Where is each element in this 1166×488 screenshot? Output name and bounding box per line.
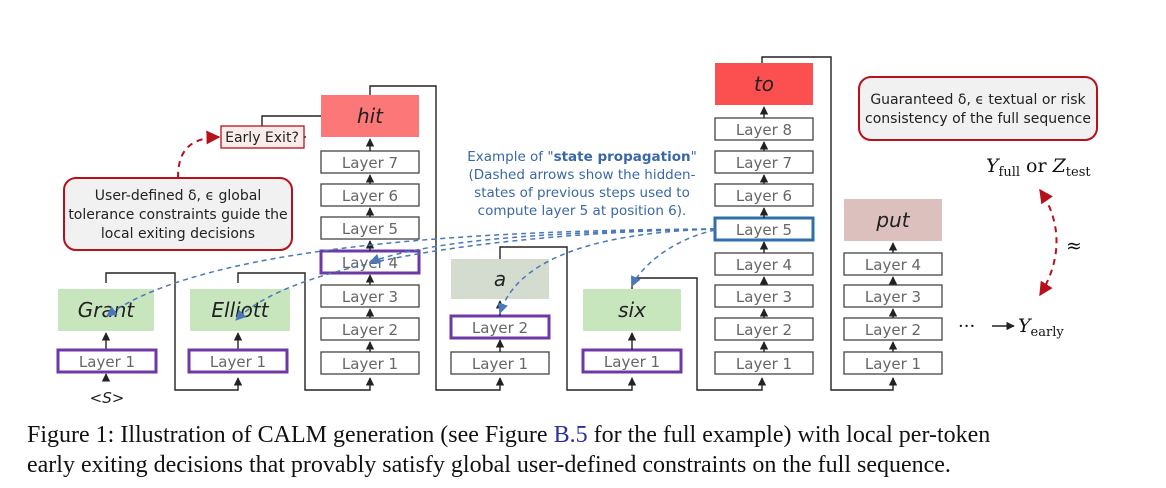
layer-label: Layer 1 <box>342 355 398 373</box>
layer-label: Layer 7 <box>342 154 398 172</box>
caption-line1: Figure 1: Illustration of CALM generatio… <box>27 422 991 448</box>
layer-label: Layer 4 <box>736 256 792 274</box>
calm-diagram: Grant Layer 1 <S> Elliott Layer 1 hit La… <box>56 56 1098 407</box>
token-put-label: put <box>875 208 910 232</box>
layer-label: Layer 8 <box>736 121 792 139</box>
layer-label: Layer 5 <box>342 220 398 238</box>
figure-ref-link[interactable]: B.5 <box>553 422 588 448</box>
token-to-label: to <box>754 72 774 96</box>
token-grant <box>58 289 154 331</box>
user-note-line2: tolerance constraints guide the <box>68 207 287 223</box>
guarantee-line1: Guaranteed δ, ϵ textual or risk <box>870 92 1086 108</box>
state-note-line1: Example of "state propagation" <box>467 149 697 165</box>
column-grant: Grant Layer 1 <S> <box>56 289 158 407</box>
token-put <box>844 199 942 241</box>
token-six <box>583 289 681 331</box>
layer-label: Layer 6 <box>736 187 792 205</box>
token-a <box>451 259 549 299</box>
column-elliott: Elliott Layer 1 <box>187 289 290 374</box>
figure-caption: Figure 1: Illustration of CALM generatio… <box>27 420 1157 480</box>
state-propagation-note: Example of "state propagation" (Dashed a… <box>467 149 697 219</box>
layer-label: Layer 1 <box>865 355 921 373</box>
ellipsis: ··· <box>958 316 975 337</box>
token-a-label: a <box>494 267 506 291</box>
column-a: a Layer 2 Layer 1 <box>449 259 551 375</box>
early-exit-box <box>220 125 305 149</box>
column-six: six Layer 1 <box>581 289 683 374</box>
layer-label: Layer 1 <box>210 353 266 371</box>
token-grant-label: Grant <box>78 298 136 322</box>
state-note-line3: states of previous steps used to <box>474 185 690 201</box>
layer-label: Layer 1 <box>472 355 528 373</box>
layer-label: Layer 2 <box>736 321 792 339</box>
layer-label: Layer 1 <box>604 353 660 371</box>
layer-label: Layer 6 <box>342 187 398 205</box>
user-note-line1: User-defined δ, ϵ global <box>95 188 261 204</box>
layer-box-grant-1 <box>56 348 158 374</box>
token-to <box>715 63 813 105</box>
column-put: put Layer 4 Layer 3 Layer 2 Layer 1 <box>843 199 943 375</box>
column-to: to Layer 8 Layer 7 Layer 6 Layer 5 Layer… <box>713 63 815 375</box>
state-propagation-arrows <box>106 228 716 321</box>
user-defined-note: User-defined δ, ϵ global tolerance const… <box>63 130 293 251</box>
state-note-line4: compute layer 5 at position 6). <box>478 203 687 219</box>
layer-label: Layer 5 <box>736 221 792 239</box>
layer-box-elliott-1 <box>187 348 289 374</box>
layer-label: Layer 2 <box>472 319 528 337</box>
layer-label: Layer 1 <box>79 353 135 371</box>
token-hit-label: hit <box>357 104 384 128</box>
early-exit-label: Early Exit? <box>225 130 299 146</box>
caption-line2: early exiting decisions that provably sa… <box>27 452 951 478</box>
layer-label: Layer 3 <box>865 288 921 306</box>
layer-label: Layer 7 <box>736 154 792 172</box>
layer-label: Layer 2 <box>342 321 398 339</box>
approx-symbol: ≈ <box>1066 235 1082 257</box>
guarantee-line2: consistency of the full sequence <box>865 111 1091 127</box>
y-early: Yearly <box>1018 315 1064 340</box>
token-six-label: six <box>618 298 646 322</box>
state-note-line2: (Dashed arrows show the hidden- <box>469 167 696 183</box>
token-hit <box>321 95 419 137</box>
start-token: <S> <box>90 389 125 407</box>
layer-label: Layer 1 <box>736 355 792 373</box>
layer-label: Layer 2 <box>865 321 921 339</box>
layer-label: Layer 3 <box>342 288 398 306</box>
layer-label: Layer 4 <box>865 256 921 274</box>
column-hit: hit Layer 7 Layer 6 Layer 5 Layer 4 Laye… <box>220 95 421 375</box>
layer-label: Layer 3 <box>736 288 792 306</box>
guarantee-note: Guaranteed δ, ϵ textual or risk consiste… <box>858 76 1098 141</box>
user-note-line3: local exiting decisions <box>101 226 255 242</box>
